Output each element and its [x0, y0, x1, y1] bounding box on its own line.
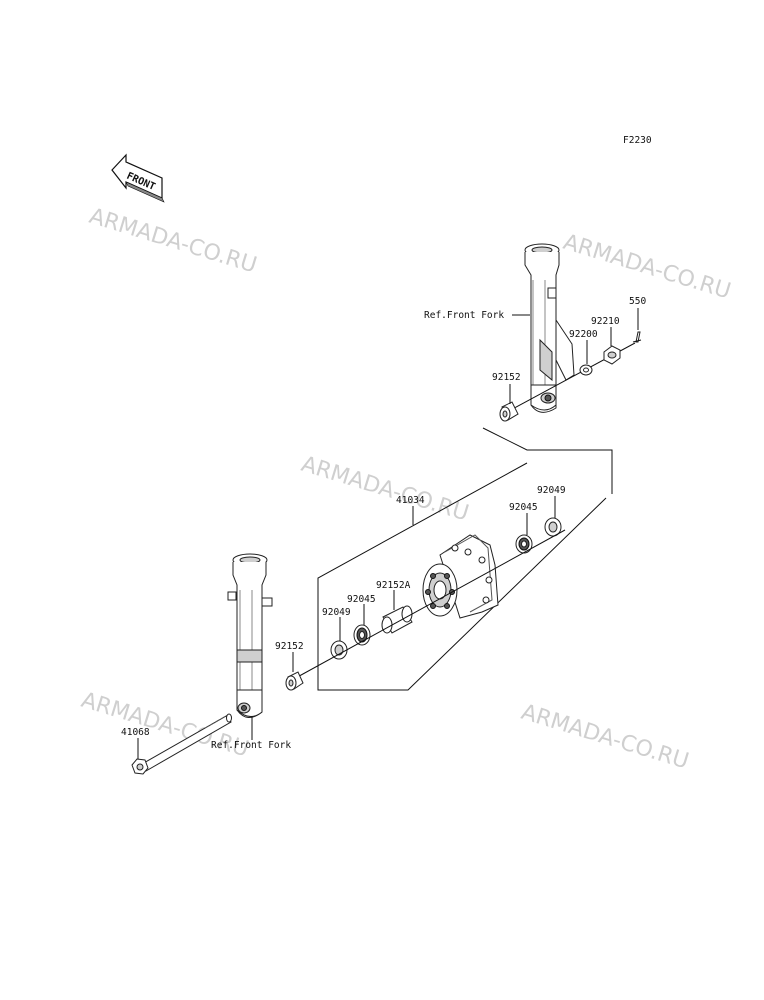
washer-92200 — [579, 364, 593, 376]
bearing-92045-left — [353, 624, 371, 646]
oil-seal-92049-right — [544, 517, 562, 537]
label-92045-right: 92045 — [509, 502, 538, 513]
label-92045-left: 92045 — [347, 594, 376, 605]
watermark-3: ARMADA-CO.RU — [298, 452, 471, 527]
label-92200: 92200 — [569, 329, 598, 340]
upper-front-fork — [524, 243, 575, 413]
watermark-1: ARMADA-CO.RU — [86, 204, 259, 279]
oil-seal-92049-left — [330, 640, 348, 660]
label-41068: 41068 — [121, 727, 150, 738]
collar-92152-upper — [499, 401, 519, 422]
cotter-pin-550 — [632, 331, 642, 343]
label-92049-right: 92049 — [537, 485, 566, 496]
label-41034: 41034 — [396, 495, 425, 506]
label-92152-upper: 92152 — [492, 372, 521, 383]
nut-92210 — [603, 345, 621, 365]
watermarks: ARMADA-CO.RU ARMADA-CO.RU ARMADA-CO.RU A… — [78, 204, 733, 775]
ref-front-fork-lower: Ref.Front Fork — [211, 740, 291, 751]
ref-front-fork-upper: Ref.Front Fork — [424, 310, 504, 321]
wheel-hub-41034 — [422, 534, 499, 619]
watermark-5: ARMADA-CO.RU — [518, 700, 691, 775]
front-arrow-icon: FRONT — [111, 153, 165, 203]
label-92152-lower: 92152 — [275, 641, 304, 652]
axle-41068 — [131, 713, 232, 775]
label-92049-left: 92049 — [322, 607, 351, 618]
label-92152A: 92152A — [376, 580, 411, 591]
spacer-92152A — [381, 605, 413, 634]
label-550: 550 — [629, 296, 646, 307]
watermark-2: ARMADA-CO.RU — [560, 230, 733, 305]
collar-92152-lower — [285, 671, 304, 691]
diagram-code: F2230 — [623, 135, 652, 146]
lower-front-fork — [227, 553, 273, 718]
label-92210: 92210 — [591, 316, 620, 327]
bearing-92045-right — [515, 534, 533, 554]
